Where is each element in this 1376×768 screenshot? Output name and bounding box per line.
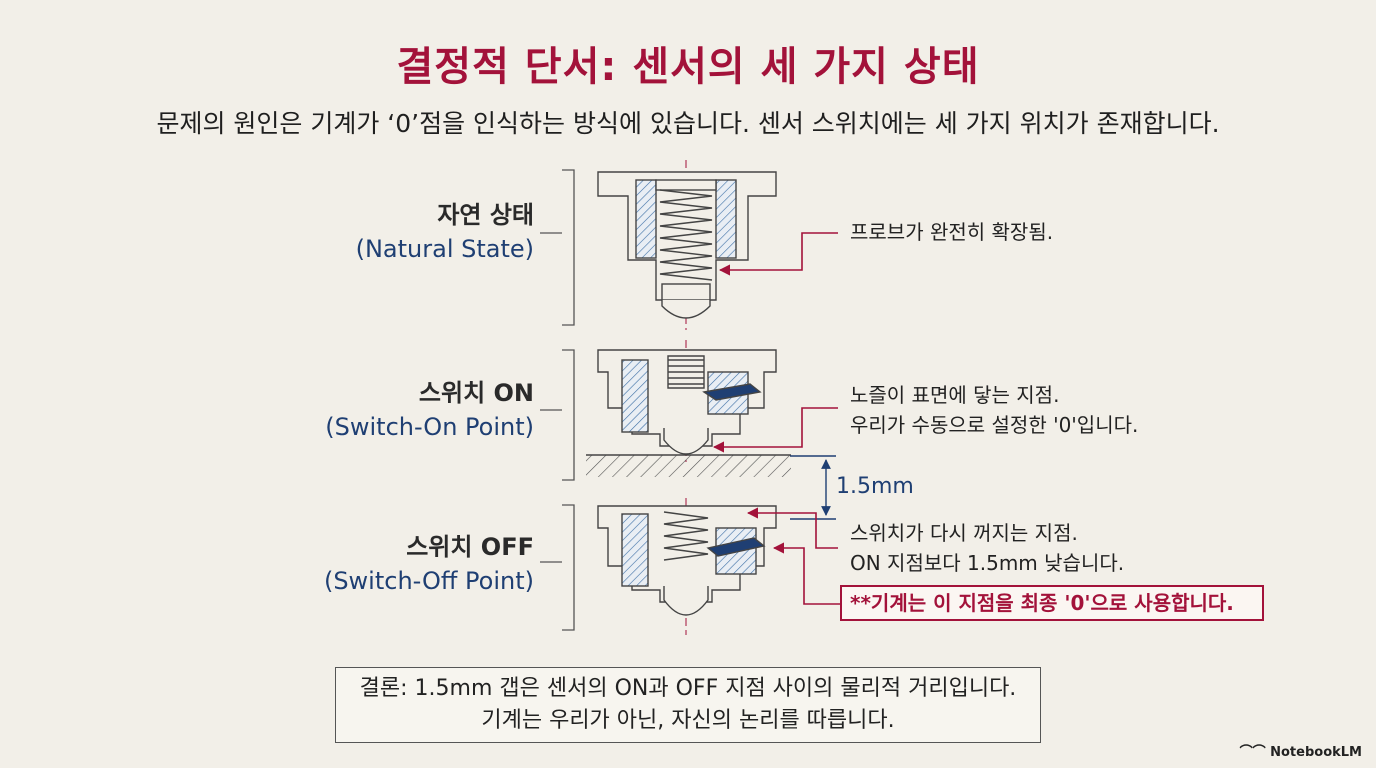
brand-text: NotebookLM (1270, 745, 1362, 760)
note-line: 프로브가 완전히 확장됨. (850, 220, 1054, 244)
state-title-ko: 스위치 ON (418, 379, 534, 407)
state-title-en: (Switch-Off Point) (323, 567, 534, 595)
note-natural: 프로브가 완전히 확장됨. (850, 217, 1053, 247)
sensor-switch-off (597, 498, 777, 635)
state-label-switch-on: 스위치 ON (Switch-On Point) (325, 376, 534, 444)
gap-dimension (790, 455, 836, 520)
page-subtitle: 문제의 원인은 기계가 ‘0’점을 인식하는 방식에 있습니다. 센서 스위치에… (156, 109, 1220, 138)
page-title: 결정적 단서: 센서의 세 가지 상태 (396, 44, 980, 90)
conclusion-line-2: 기계는 우리가 아닌, 자신의 논리를 따릅니다. (481, 708, 895, 733)
note-switch-on: 노즐이 표면에 닿는 지점. 우리가 수동으로 설정한 '0'입니다. (850, 380, 1138, 440)
print-surface (586, 454, 791, 477)
state-label-natural: 자연 상태 (Natural State) (356, 198, 534, 266)
annotation-arrows (712, 232, 840, 605)
state-title-en: (Natural State) (355, 235, 534, 263)
note-line: ON 지점보다 1.5mm 낮습니다. (850, 551, 1125, 575)
state-title-ko: 자연 상태 (437, 201, 534, 229)
conclusion-box: 결론: 1.5mm 갭은 센서의 ON과 OFF 지점 사이의 물리적 거리입니… (335, 667, 1041, 743)
gap-label: 1.5mm (836, 474, 914, 499)
notebooklm-icon: ⌒⌒ (1239, 745, 1271, 760)
sensor-switch-on (597, 340, 777, 462)
state-title-ko: 스위치 OFF (406, 533, 534, 561)
brand-watermark: ⌒⌒ NotebookLM (1240, 741, 1362, 760)
highlight-callout: **기계는 이 지점을 최종 '0'으로 사용합니다. (840, 585, 1264, 621)
note-line: 노즐이 표면에 닿는 지점. (850, 383, 1060, 407)
conclusion-line-1: 결론: 1.5mm 갭은 센서의 ON과 OFF 지점 사이의 물리적 거리입니… (359, 676, 1017, 701)
note-line: 우리가 수동으로 설정한 '0'입니다. (850, 413, 1139, 437)
state-title-en: (Switch-On Point) (325, 413, 534, 441)
note-switch-off: 스위치가 다시 꺼지는 지점. ON 지점보다 1.5mm 낮습니다. (850, 518, 1124, 578)
sensor-natural (597, 160, 777, 330)
note-line: 스위치가 다시 꺼지는 지점. (850, 521, 1078, 545)
state-brackets (540, 169, 575, 631)
state-label-switch-off: 스위치 OFF (Switch-Off Point) (324, 530, 534, 598)
